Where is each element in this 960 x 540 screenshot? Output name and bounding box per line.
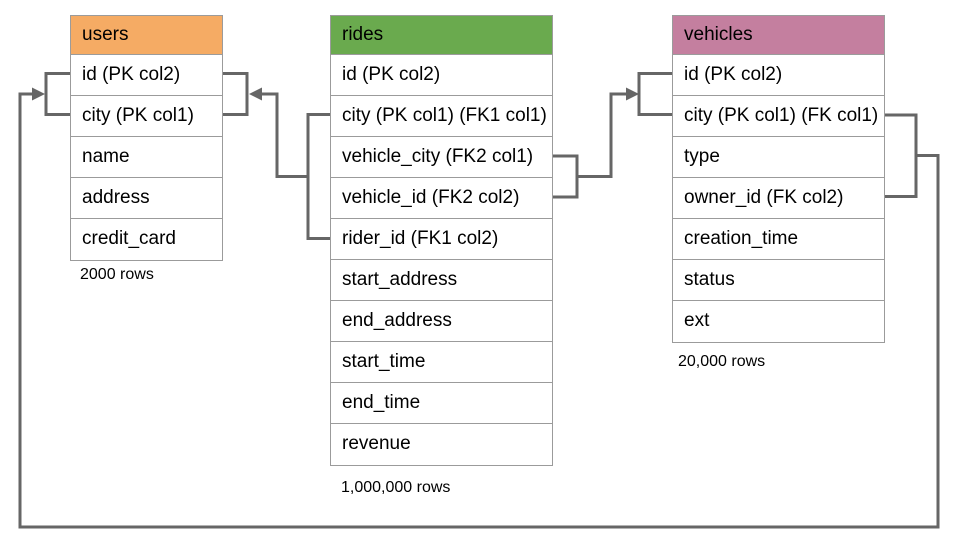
users-left-key-bracket	[44, 72, 70, 116]
arrowhead-into-vehicles	[626, 87, 639, 101]
connector-rides-fk1-to-users	[222, 72, 330, 240]
users-right-key-bracket	[222, 72, 249, 116]
table-vehicles-title: vehicles	[684, 24, 753, 45]
vehicles-to-users-link-line	[18, 92, 940, 529]
users-row-count-label: 2000 rows	[80, 266, 154, 283]
column-row-rides-start_time: start_time	[331, 342, 552, 383]
table-users-header: users	[71, 16, 222, 55]
column-row-rides-start_address: start_address	[331, 260, 552, 301]
rides-right-fk2-bracket	[553, 154, 579, 199]
column-row-vehicles-id: id (PK col2)	[673, 55, 884, 96]
column-row-users-address: address	[71, 178, 222, 219]
vehicles-right-fk-bracket	[885, 113, 918, 198]
table-vehicles-header: vehicles	[673, 16, 884, 55]
table-rides-columns: id (PK col2)city (PK col1) (FK1 col1)veh…	[331, 55, 552, 465]
table-rides-header: rides	[331, 16, 552, 55]
column-row-users-credit_card: credit_card	[82, 228, 176, 249]
table-users-title: users	[82, 24, 129, 45]
table-rides: rides id (PK col2)city (PK col1) (FK1 co…	[330, 15, 553, 466]
column-row-rides-vehicle_city: vehicle_city (FK2 col1)	[331, 137, 552, 178]
column-row-vehicles-city: city (PK col1) (FK col1)	[673, 96, 884, 137]
rides-left-fk1-bracket	[306, 113, 330, 240]
arrowhead-into-users	[249, 87, 262, 101]
table-vehicles: vehicles id (PK col2)city (PK col1) (FK …	[672, 15, 885, 343]
connector-rides-fk2-to-vehicles	[553, 72, 672, 199]
column-row-vehicles-owner_id: owner_id (FK col2)	[673, 178, 884, 219]
column-row-vehicles-ext: ext	[684, 310, 710, 331]
vehicles-row-count-label: 20,000 rows	[678, 353, 766, 370]
table-rides-title: rides	[342, 24, 384, 45]
column-row-rides-revenue: revenue	[342, 433, 411, 454]
column-row-rides-end_time: end_time	[331, 383, 552, 424]
column-row-vehicles-creation_time: creation_time	[673, 219, 884, 260]
rides-to-users-link-line	[262, 92, 308, 178]
column-row-vehicles-type: type	[673, 137, 884, 178]
rides-to-vehicles-link-line	[577, 92, 626, 178]
connector-vehicles-fk-to-users	[18, 72, 940, 529]
table-vehicles-columns: id (PK col2)city (PK col1) (FK col1)type…	[673, 55, 884, 342]
column-row-rides-id: id (PK col2)	[331, 55, 552, 96]
arrowhead-into-users-left	[32, 87, 45, 101]
column-row-users-city: city (PK col1)	[71, 96, 222, 137]
column-row-users-id: id (PK col2)	[71, 55, 222, 96]
column-row-rides-rider_id: rider_id (FK1 col2)	[331, 219, 552, 260]
rides-row-count-label: 1,000,000 rows	[341, 479, 451, 496]
column-row-vehicles-status: status	[673, 260, 884, 301]
column-row-rides-end_address: end_address	[331, 301, 552, 342]
column-row-users-name: name	[71, 137, 222, 178]
column-row-rides-city: city (PK col1) (FK1 col1)	[331, 96, 552, 137]
vehicles-left-key-bracket	[637, 72, 672, 116]
column-row-rides-vehicle_id: vehicle_id (FK2 col2)	[331, 178, 552, 219]
